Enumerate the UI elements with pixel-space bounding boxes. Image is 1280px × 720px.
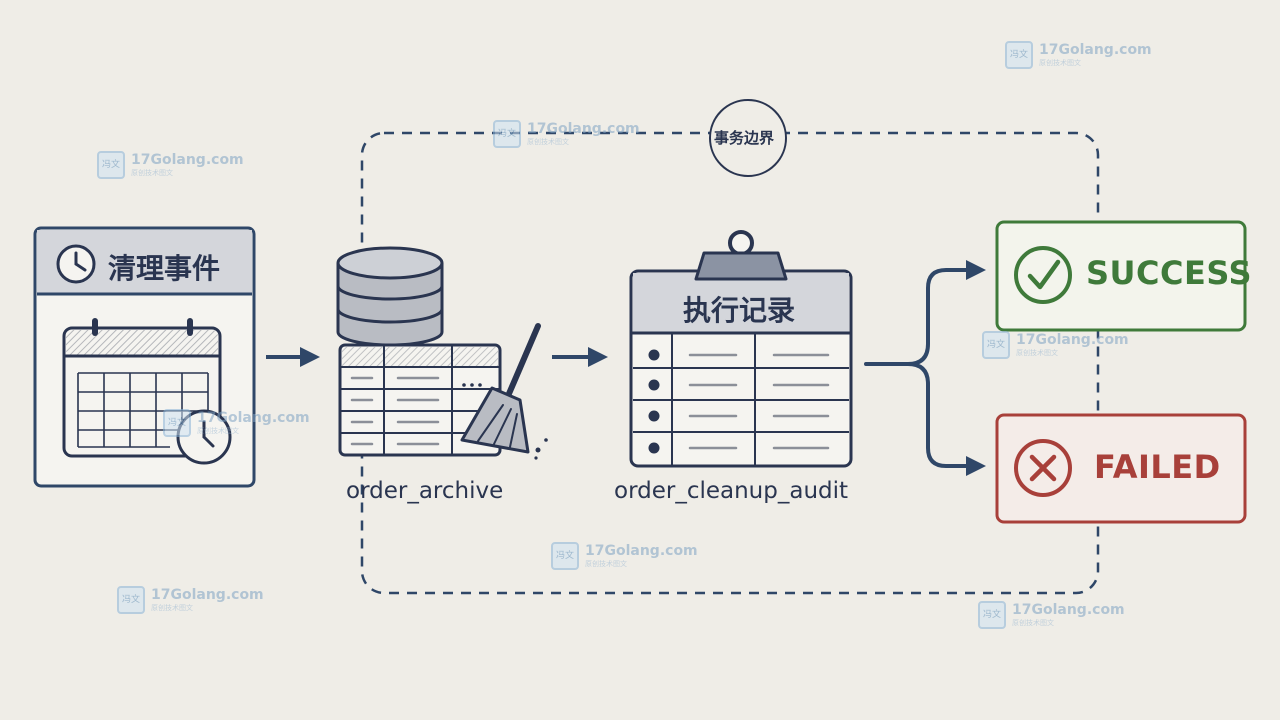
watermark-logo-icon: 冯文 [1005,41,1033,69]
watermark-site: 17Golang.com [1012,602,1125,618]
clipboard-icon [629,230,853,468]
watermark-logo-icon: 冯文 [978,601,1006,629]
watermark-sub: 原创技术图文 [527,138,569,146]
watermark-site: 17Golang.com [131,152,244,168]
watermark-sub: 原创技术图文 [1016,349,1058,357]
transaction-boundary-badge [709,99,787,177]
watermark-site: 17Golang.com [585,543,698,559]
table-icon [338,343,502,457]
watermark-site: 17Golang.com [197,410,310,426]
x-icon [1014,439,1072,497]
branch-arrows [864,260,986,476]
watermark-sub: 原创技术图文 [1012,619,1054,627]
order-cleanup-audit-label: order_cleanup_audit [614,478,849,504]
clock-icon [56,244,96,284]
watermark-site: 17Golang.com [151,587,264,603]
watermark-logo-icon: 冯文 [163,409,191,437]
broom-icon [460,323,548,460]
watermark-sub: 原创技术图文 [1039,59,1081,67]
watermark-site: 17Golang.com [527,121,640,137]
watermark-logo-icon: 冯文 [982,331,1010,359]
transaction-boundary-label: 事务边界 [714,129,775,147]
failed-box [995,413,1247,524]
watermark-sub: 原创技术图文 [131,169,173,177]
watermark-logo-icon: 冯文 [117,586,145,614]
audit-record-title: 执行记录 [683,294,796,327]
calendar-icon [62,318,232,465]
watermark-sub: 原创技术图文 [151,604,193,612]
watermark-logo-icon: 冯文 [97,151,125,179]
watermark-logo-icon: 冯文 [493,120,521,148]
order-archive-label: order_archive [346,478,504,504]
cleanup-event-title: 清理事件 [108,252,221,285]
success-label: SUCCESS [1086,254,1253,292]
watermark-logo-icon: 冯文 [551,542,579,570]
watermark-site: 17Golang.com [1016,332,1129,348]
watermark-site: 17Golang.com [1039,42,1152,58]
watermark-sub: 原创技术图文 [197,427,239,435]
success-box [995,220,1247,332]
failed-label: FAILED [1094,448,1221,486]
check-icon [1014,246,1072,304]
database-icon [336,246,444,347]
watermark-sub: 原创技术图文 [585,560,627,568]
